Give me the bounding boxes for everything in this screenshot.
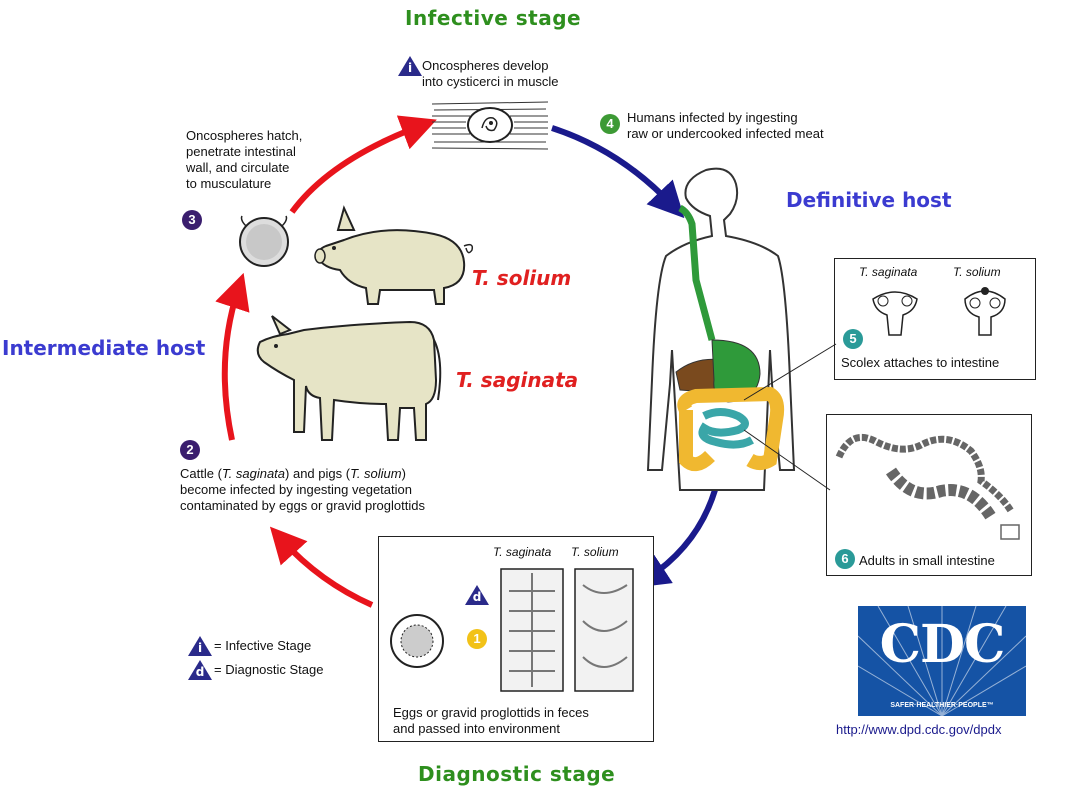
legend-infective-row: i = Infective Stage — [188, 634, 323, 658]
step-4-badge: 4 — [600, 114, 620, 134]
cow-illustration — [256, 315, 442, 441]
definitive-host-title: Definitive host — [786, 188, 952, 212]
human-illustration — [646, 167, 796, 491]
legend-infective-text: = Infective Stage — [214, 638, 312, 653]
step-4-line1: Humans infected by ingesting — [627, 110, 798, 125]
species-label-solium: T. solium — [472, 266, 572, 290]
step-3-note: Oncospheres hatch, penetrate intestinal … — [186, 128, 302, 192]
legend: i = Infective Stage d = Diagnostic Stage — [188, 634, 323, 682]
arrow-infective-to-human — [551, 125, 685, 219]
legend-diagnostic-icon: d — [188, 660, 212, 680]
adult-worm-drawing — [835, 434, 1020, 540]
cdc-logo-text: CDC — [879, 614, 1006, 675]
eggs-proglottids-panel: T. saginata T. solium d 1 Eggs or gravid… — [378, 536, 654, 742]
cysticercus-in-muscle-illustration — [431, 101, 549, 150]
step-5-text: Scolex attaches to intestine — [841, 355, 1000, 370]
scolex-label-saginata: T. saginata — [859, 265, 918, 279]
diagnostic-triangle-icon: d — [465, 585, 489, 605]
step-1-line2: and passed into environment — [393, 721, 560, 736]
cdc-url[interactable]: http://www.dpd.cdc.gov/dpdx — [836, 722, 1002, 737]
step-3-line3: wall, and circulate — [186, 160, 290, 175]
panel-pointer-lines — [743, 343, 837, 491]
step-3-line2: penetrate intestinal — [186, 144, 296, 159]
step-2-line2: become infected by ingesting vegetation — [180, 482, 412, 497]
infective-note-line2: into cysticerci in muscle — [422, 74, 559, 89]
step-6-text: Adults in small intestine — [859, 553, 995, 568]
oncosphere-illustration — [239, 215, 289, 267]
diagnostic-stage-marker: d — [465, 585, 489, 610]
arrow-human-to-step1 — [632, 489, 718, 588]
infective-stage-note: Oncospheres develop into cysticerci in m… — [422, 58, 559, 90]
cdc-logo: CDC SAFER·HEALTHIER·PEOPLE™ — [858, 606, 1026, 716]
egg-proglottid-drawings — [390, 568, 634, 692]
step-3-line4: to musculature — [186, 176, 272, 191]
pig-illustration — [314, 205, 474, 305]
infective-triangle-icon: i — [398, 56, 422, 76]
step-2-line1: Cattle (T. saginata) and pigs (T. solium… — [180, 466, 406, 481]
step-5-badge: 5 — [843, 329, 863, 349]
adults-panel: 6 Adults in small intestine — [826, 414, 1032, 576]
arrow-step1-to-step2 — [269, 526, 374, 608]
step-4-line2: raw or undercooked infected meat — [627, 126, 824, 141]
legend-diagnostic-row: d = Diagnostic Stage — [188, 658, 323, 682]
infective-note-line1: Oncospheres develop — [422, 58, 549, 73]
legend-infective-icon: i — [188, 636, 212, 656]
proglottid-label-solium: T. solium — [571, 545, 619, 559]
arrow-step2-to-step3 — [215, 272, 250, 441]
step-2-line3: contaminated by eggs or gravid proglotti… — [180, 498, 425, 513]
infective-stage-marker: i — [398, 56, 422, 81]
step-1-line1: Eggs or gravid proglottids in feces — [393, 705, 589, 720]
scolex-panel: T. saginata T. solium 5 Scolex attaches … — [834, 258, 1036, 380]
scolex-label-solium: T. solium — [953, 265, 1001, 279]
intermediate-host-title: Intermediate host — [2, 336, 206, 360]
cdc-logo-rays — [858, 606, 1026, 716]
step-3-badge: 3 — [182, 210, 202, 230]
step-1-note: Eggs or gravid proglottids in feces and … — [393, 705, 589, 737]
legend-diagnostic-text: = Diagnostic Stage — [214, 662, 324, 677]
scolex-drawings — [872, 287, 1006, 336]
species-label-saginata: T. saginata — [456, 368, 579, 392]
step-6-badge: 6 — [835, 549, 855, 569]
proglottid-label-saginata: T. saginata — [493, 545, 552, 559]
step-2-note: Cattle (T. saginata) and pigs (T. solium… — [180, 466, 425, 514]
cdc-logo-tagline: SAFER·HEALTHIER·PEOPLE™ — [890, 702, 994, 709]
infective-stage-title: Infective stage — [405, 6, 582, 30]
step-3-line1: Oncospheres hatch, — [186, 128, 303, 143]
step-2: 2 — [180, 440, 200, 460]
step-1-badge: 1 — [467, 629, 487, 649]
step-3: 3 — [182, 210, 202, 230]
step-4-note: Humans infected by ingesting raw or unde… — [627, 110, 824, 142]
arrow-step3-to-infective — [289, 115, 437, 214]
step-4: 4 — [600, 114, 620, 134]
step-2-badge: 2 — [180, 440, 200, 460]
diagnostic-stage-title: Diagnostic stage — [418, 762, 616, 786]
